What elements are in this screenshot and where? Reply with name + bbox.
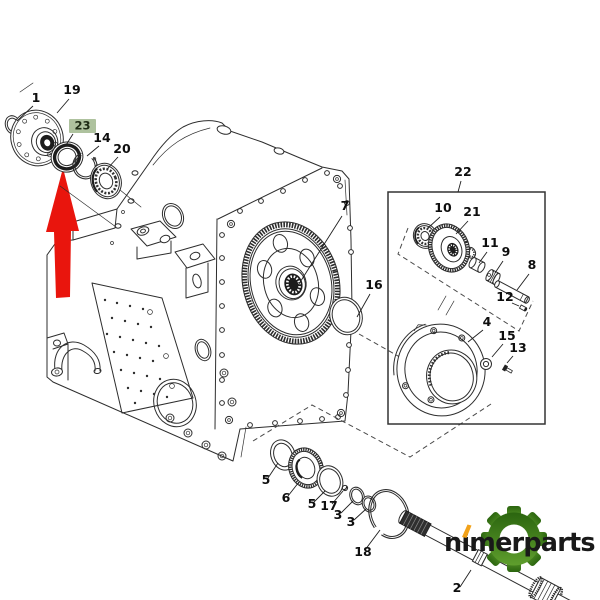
leader-line-4-13 — [467, 329, 484, 343]
plate-bolt-holes — [219, 170, 354, 428]
bolt-bosses — [165, 368, 237, 461]
mounting-boss-lower — [174, 243, 216, 299]
part-label-7-4: 7 — [341, 198, 350, 213]
part-label-5-18: 5 — [308, 496, 317, 511]
leader-line-15-14 — [491, 343, 504, 358]
part-13-screw — [501, 364, 513, 374]
leader-line-12-12 — [511, 302, 520, 307]
part-7-ring-gear — [241, 221, 341, 345]
watermark-gear-icon — [481, 506, 547, 572]
part-label-14-2: 14 — [93, 130, 111, 145]
bottom-gasket — [153, 378, 197, 428]
part-15-washer — [480, 358, 492, 370]
leader-line-11-9 — [478, 251, 488, 264]
leader-line-17-19 — [331, 490, 344, 505]
watermark-accent-icon — [462, 524, 472, 538]
part-label-9-10: 9 — [502, 244, 511, 259]
part-3-ring-a — [349, 486, 365, 506]
part-19-flange — [10, 109, 64, 167]
bottom-parts-row — [270, 439, 572, 600]
housing-foot — [46, 332, 69, 381]
leader-line-21-8 — [455, 220, 469, 235]
part-label-17-19: 17 — [320, 498, 337, 513]
leader-line-9-10 — [494, 260, 504, 274]
leader-line-13-15 — [506, 355, 514, 364]
leader-line-5-18 — [313, 490, 326, 503]
part-label-2-23: 2 — [453, 580, 462, 595]
leader-line-1-0 — [16, 105, 34, 122]
part-11-bushing — [468, 257, 486, 273]
part-label-3-20: 3 — [334, 507, 343, 522]
leader-line-5-16 — [267, 462, 279, 479]
oil-tube — [51, 341, 102, 377]
part-label-3-21: 3 — [347, 514, 356, 529]
part-8-shaft — [494, 280, 530, 304]
leader-line-16-5 — [356, 293, 371, 318]
leader-line-8-11 — [516, 273, 530, 291]
part-label-8-11: 8 — [528, 257, 537, 272]
leader-line-3-21 — [353, 508, 367, 521]
part-4-planet-carrier — [393, 323, 486, 417]
part-label-12-12: 12 — [496, 289, 513, 304]
leader-line-3-20 — [340, 500, 354, 514]
part-label-5-16: 5 — [262, 472, 271, 487]
housing-o-ring — [161, 202, 185, 230]
leader-line-2-23 — [459, 569, 472, 588]
leader-line-18-22 — [364, 529, 381, 551]
phantom-lines — [252, 227, 534, 458]
highlight-box[interactable] — [69, 119, 96, 133]
leader-line-22-6 — [457, 180, 462, 193]
part-22-detail-box — [387, 191, 546, 425]
part-label-10-7: 10 — [434, 200, 452, 215]
leader-line-20-3 — [107, 156, 119, 169]
watermark: nimerparts — [444, 506, 596, 572]
part-label-20-3: 20 — [113, 141, 131, 156]
part-label-22-6: 22 — [454, 164, 471, 179]
part-21-gear — [427, 223, 477, 273]
part-label-13-15: 13 — [509, 340, 526, 355]
part-label-18-22: 18 — [354, 544, 371, 559]
part-label-4-13: 4 — [483, 314, 492, 329]
part-17-ball — [341, 484, 349, 492]
leader-line-10-7 — [427, 216, 441, 229]
part-label-21-8: 21 — [463, 204, 480, 219]
part-label-19-1: 19 — [63, 82, 80, 97]
highlight-label: 23 — [74, 119, 90, 133]
watermark-text: nimerparts — [444, 528, 595, 558]
leader-line-7-4 — [296, 215, 343, 288]
leader-line-19-1 — [56, 98, 70, 114]
part-label-15-14: 15 — [498, 328, 515, 343]
part-label-11-9: 11 — [481, 235, 498, 250]
part-5-washer-b — [316, 465, 344, 497]
leader-line-6-17 — [287, 481, 300, 497]
part-12-pin — [518, 304, 528, 312]
part-label-6-17: 6 — [282, 490, 291, 505]
highlight-leader-line — [65, 133, 74, 146]
part-20-bearing — [90, 162, 122, 200]
transmission-housing — [46, 120, 354, 462]
part-label-1-0: 1 — [32, 90, 41, 105]
part-6-bearing — [288, 447, 324, 489]
part-18-snap-ring — [368, 489, 410, 539]
highlighted-part-callout[interactable]: 23 — [65, 119, 96, 146]
red-arrow — [46, 168, 79, 298]
axle-seal-assembly — [4, 82, 142, 228]
leader-line-14-2 — [86, 145, 100, 157]
valve-plate — [91, 282, 194, 414]
mounting-boss-upper — [130, 220, 177, 260]
part-16-seal-ring — [329, 296, 363, 336]
part-label-16-5: 16 — [365, 277, 383, 292]
